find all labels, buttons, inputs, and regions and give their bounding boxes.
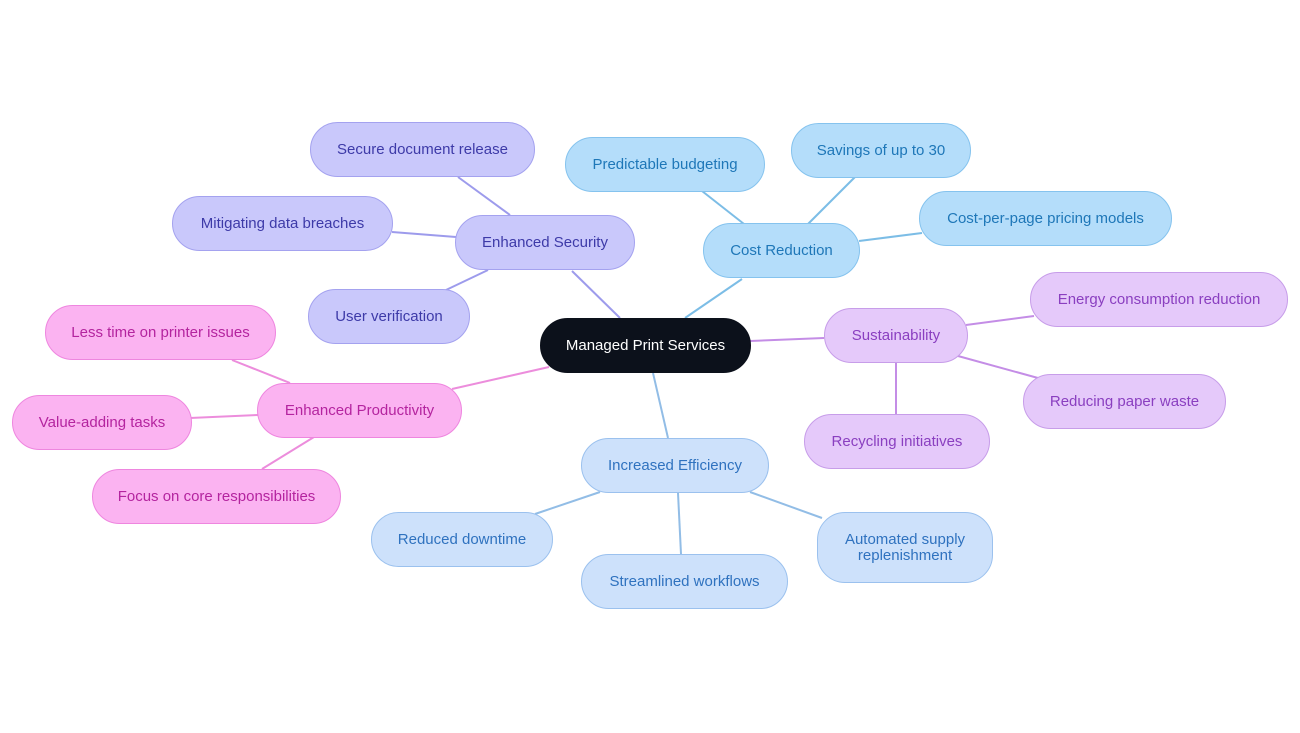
leaf-energy-consumption-reduction[interactable]: Energy consumption reduction — [1030, 272, 1288, 327]
leaf-less-time-on-printer-issues[interactable]: Less time on printer issues — [45, 305, 276, 360]
leaf-savings-up-to-30[interactable]: Savings of up to 30 — [791, 123, 971, 178]
edge-efficiency-downtime — [534, 491, 601, 515]
edge-root-efficiency — [652, 372, 669, 439]
edge-cost-budgeting — [701, 190, 745, 225]
branch-enhanced-productivity[interactable]: Enhanced Productivity — [257, 383, 462, 438]
leaf-user-verification[interactable]: User verification — [308, 289, 470, 344]
leaf-predictable-budgeting[interactable]: Predictable budgeting — [565, 137, 765, 192]
edge-security-secure-release — [457, 176, 511, 216]
leaf-secure-document-release[interactable]: Secure document release — [310, 122, 535, 177]
edge-root-security — [571, 270, 621, 319]
leaf-focus-on-core-responsibilities[interactable]: Focus on core responsibilities — [92, 469, 341, 524]
edge-root-sustainability — [749, 337, 825, 342]
root-node[interactable]: Managed Print Services — [540, 318, 751, 373]
branch-increased-efficiency[interactable]: Increased Efficiency — [581, 438, 769, 493]
edge-productivity-printer — [231, 359, 291, 384]
leaf-reducing-paper-waste[interactable]: Reducing paper waste — [1023, 374, 1226, 429]
leaf-streamlined-workflows[interactable]: Streamlined workflows — [581, 554, 788, 609]
branch-cost-reduction[interactable]: Cost Reduction — [703, 223, 860, 278]
leaf-cost-per-page-pricing[interactable]: Cost-per-page pricing models — [919, 191, 1172, 246]
edge-productivity-value — [189, 414, 259, 419]
leaf-automated-supply-replenishment[interactable]: Automated supply replenishment — [817, 512, 993, 583]
leaf-value-adding-tasks[interactable]: Value-adding tasks — [12, 395, 192, 450]
edge-cost-per-page — [858, 232, 923, 242]
edge-root-cost — [684, 278, 743, 319]
edge-efficiency-supply — [749, 491, 823, 519]
branch-enhanced-security[interactable]: Enhanced Security — [455, 215, 635, 270]
edge-security-user-verification — [445, 269, 489, 291]
edge-efficiency-workflows — [677, 492, 682, 555]
edge-productivity-core — [261, 436, 315, 470]
edge-cost-savings — [807, 176, 856, 225]
leaf-reduced-downtime[interactable]: Reduced downtime — [371, 512, 553, 567]
edge-security-data-breaches — [391, 231, 457, 238]
branch-sustainability[interactable]: Sustainability — [824, 308, 968, 363]
edge-sustainability-paper — [957, 355, 1039, 379]
edge-sustainability-energy — [965, 315, 1035, 326]
leaf-mitigating-data-breaches[interactable]: Mitigating data breaches — [172, 196, 393, 251]
edge-root-productivity — [451, 366, 550, 390]
leaf-recycling-initiatives[interactable]: Recycling initiatives — [804, 414, 990, 469]
